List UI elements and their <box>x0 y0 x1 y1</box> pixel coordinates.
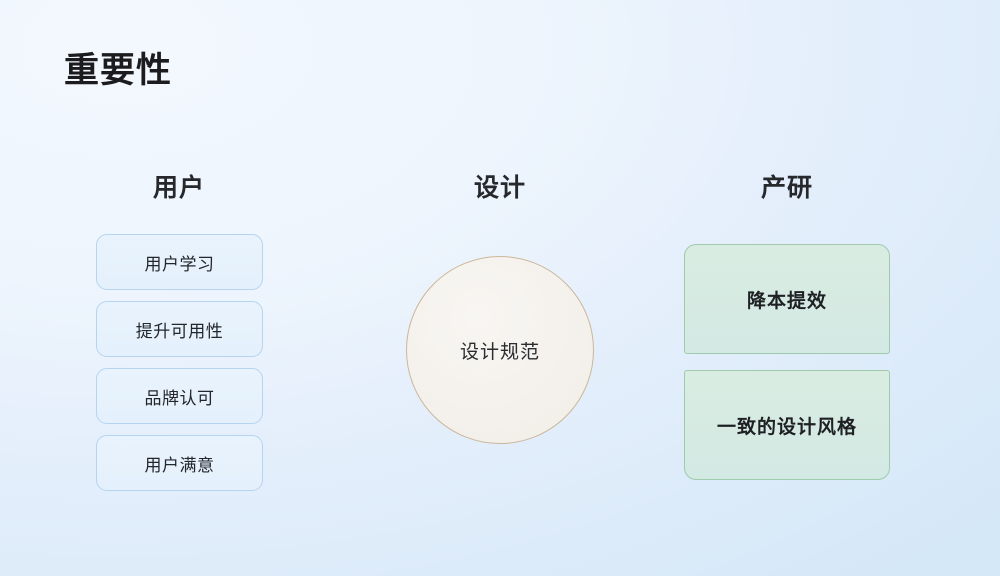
column-header-product: 产研 <box>760 174 814 202</box>
design-spec-circle[interactable]: 设计规范 <box>406 256 594 444</box>
column-header-users: 用户 <box>152 174 206 202</box>
user-card[interactable]: 提升可用性 <box>96 301 263 357</box>
column-header-design: 设计 <box>473 174 527 202</box>
user-card[interactable]: 用户学习 <box>96 234 263 290</box>
product-card[interactable]: 降本提效 <box>684 244 890 354</box>
product-card[interactable]: 一致的设计风格 <box>684 370 890 480</box>
users-card-list: 用户学习 提升可用性 品牌认可 用户满意 <box>96 234 263 491</box>
page-title: 重要性 <box>64 51 173 90</box>
user-card[interactable]: 品牌认可 <box>96 368 263 424</box>
user-card[interactable]: 用户满意 <box>96 435 263 491</box>
product-card-list: 降本提效 一致的设计风格 <box>684 244 890 480</box>
